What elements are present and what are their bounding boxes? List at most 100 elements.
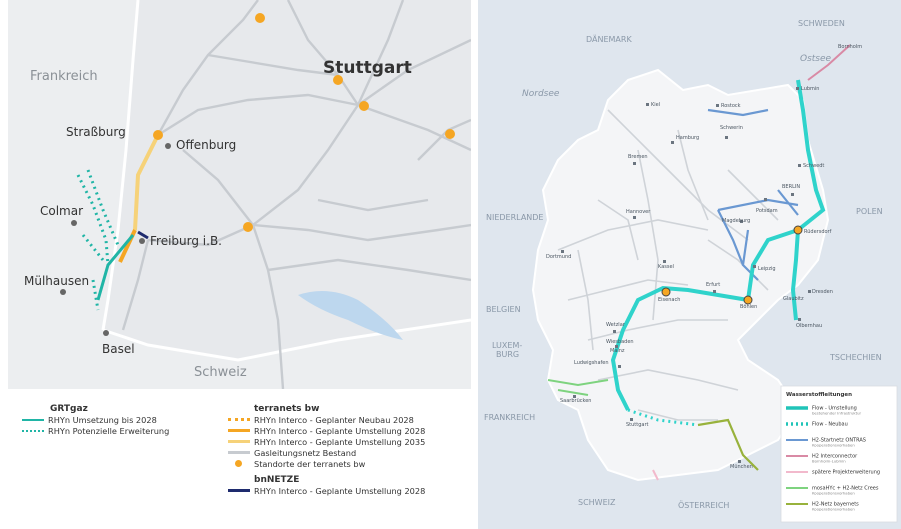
label-frankreich-r: FRANKREICH: [484, 413, 535, 422]
legend-item: RHYn Interco - Geplanter Neubau 2028: [228, 414, 425, 425]
label-offenburg: Offenburg: [176, 138, 236, 152]
label-niederlande: NIEDERLANDE: [486, 213, 543, 222]
right-legend-label: mosaHYc + H2-Netz Crees: [812, 486, 879, 492]
right-legend-sublabel: Kooperationsvorhaben: [812, 491, 855, 496]
city-label: Glaubitz: [783, 296, 804, 302]
city-label: Mainz: [610, 348, 625, 354]
bnnetze-line: [137, 230, 149, 240]
border-line-france: [101, 0, 140, 331]
site-marker: [445, 129, 455, 139]
city-label: Böhlen: [740, 304, 757, 310]
city-label: Eisenach: [658, 297, 680, 303]
label-colmar: Colmar: [40, 204, 83, 218]
city-label: München: [730, 464, 753, 470]
label-schweden: SCHWEDEN: [798, 19, 845, 28]
city-label: Wetzlar: [606, 322, 626, 328]
label-freiburg: Freiburg i.B.: [150, 234, 222, 248]
legend-item: RHYn Interco - Geplante Umstellung 2035: [228, 436, 425, 447]
city-label: Hamburg: [676, 135, 699, 141]
legend-item: RHYn Interco - Geplante Umstellung 2028: [228, 425, 425, 436]
label-tschechien: TSCHECHIEN: [829, 353, 882, 362]
label-schweiz-r: SCHWEIZ: [578, 498, 616, 507]
city-label: Bremen: [628, 154, 648, 160]
label-stuttgart: Stuttgart: [323, 58, 412, 78]
city-label: Bornholm: [838, 44, 862, 50]
legend-item: RHYn Interco - Geplante Umstellung 2028: [228, 485, 425, 496]
legend-grtgaz-title: GRTgaz: [50, 404, 88, 414]
bayernets-network: [697, 418, 759, 471]
city-label: Dortmund: [546, 254, 571, 260]
city-squares: [561, 87, 811, 463]
label-luxemburg-2: BURG: [496, 350, 519, 359]
city-label: Stuttgart: [626, 422, 649, 428]
label-muelhausen: Mülhausen: [24, 274, 89, 288]
legend-label: Gasleitungsnetz Bestand: [254, 447, 357, 458]
right-legend-label: H2 Interconnector: [812, 454, 858, 460]
city-label: Wiesbaden: [606, 339, 634, 345]
label-frankreich: Frankreich: [30, 69, 98, 84]
label-strassburg: Straßburg: [66, 125, 126, 139]
city-label: Kiel: [651, 102, 660, 108]
left-regional-map: Frankreich Schweiz Stuttgart Straßburg O…: [8, 0, 471, 389]
lake-constance: [298, 291, 403, 340]
city-label: Potsdam: [756, 208, 778, 214]
site-marker: [359, 101, 369, 111]
label-basel: Basel: [102, 342, 135, 356]
legend-item: Gasleitungsnetz Bestand: [228, 447, 425, 458]
legend-terranets: terranets bw RHYn Interco - Geplanter Ne…: [228, 404, 425, 496]
right-legend-label: Flow - Umstellung: [812, 406, 857, 412]
legend-item: RHYn Potenzielle Erweiterung: [22, 425, 169, 436]
city-dots: [60, 143, 171, 336]
grtgaz-potential-lines: [76, 169, 120, 311]
legend-label: RHYn Interco - Geplante Umstellung 2028: [254, 485, 426, 496]
city-label: Hannover: [626, 209, 651, 215]
legend-grtgaz: GRTgaz RHYn Umsetzung bis 2028 RHYn Pote…: [22, 404, 169, 436]
legend-label: RHYn Interco - Geplante Umstellung 2035: [254, 436, 426, 447]
legend-swatch-teal-dotted: [22, 429, 44, 432]
right-legend-label: spätere Projekterweiterung: [812, 470, 880, 476]
site-marker: [255, 13, 265, 23]
city-labels: Bornholm Kiel Rostock Lubmin Hamburg Sch…: [546, 44, 862, 470]
label-schweiz: Schweiz: [194, 365, 247, 380]
right-legend-sublabel: Bornholm-Lubmin: [812, 459, 846, 464]
right-legend-sublabel: Kooperationsvorhaben: [812, 443, 855, 448]
legend-label: RHYn Umsetzung bis 2028: [48, 414, 157, 425]
site-marker: [243, 222, 253, 232]
city-label: Kassel: [658, 264, 674, 270]
city-label: Leipzig: [758, 266, 776, 272]
legend-label: RHYn Interco - Geplante Umstellung 2028: [254, 425, 426, 436]
grtgaz-rhyn-line: [96, 234, 135, 301]
city-label: Lubmin: [801, 86, 819, 92]
city-label: Ludwigshafen: [574, 360, 609, 366]
right-legend-label: H2-Startnetz ONTRAS: [812, 438, 866, 444]
gray-network: [557, 109, 779, 421]
legend-swatch-orange-solid: [228, 429, 250, 432]
label-belgien: BELGIEN: [486, 305, 521, 314]
right-legend-sublabel: Kooperationsvorhaben: [812, 507, 855, 512]
city-label: Dresden: [812, 289, 833, 295]
terranets-sites: [153, 13, 455, 232]
right-legend-sublabel: bestehender Infrastruktur: [812, 411, 861, 416]
legend-item: Standorte der terranets bw: [228, 458, 425, 469]
city-label: Erfurt: [706, 282, 720, 288]
site-markers: [661, 225, 803, 305]
city-label: Rostock: [721, 103, 741, 109]
legend-bnnetze-title: bnNETZE: [254, 475, 300, 485]
right-legend-label: H2-Netz bayernets: [812, 502, 859, 508]
label-luxemburg-1: LUXEM-: [492, 341, 522, 350]
city-label: Magdeburg: [722, 218, 750, 224]
flow-neubau: [627, 408, 699, 427]
right-germany-map: Nordsee Ostsee DÄNEMARK SCHWEDEN NIEDERL…: [478, 0, 901, 529]
label-nordsee: Nordsee: [522, 89, 560, 99]
city-label: Schwedt: [803, 163, 824, 169]
right-legend-label: Flow - Neubau: [812, 422, 848, 428]
site-marker: [333, 75, 343, 85]
legend-swatch-gray: [228, 451, 250, 454]
label-polen: POLEN: [856, 207, 883, 216]
legend-swatch-orange-dotted: [228, 418, 250, 421]
city-label: Schwerin: [720, 125, 743, 131]
legend-item: RHYn Umsetzung bis 2028: [22, 414, 169, 425]
legend-dot-orange: [235, 460, 242, 467]
right-legend-title: Wasserstoffleitungen: [786, 392, 852, 398]
